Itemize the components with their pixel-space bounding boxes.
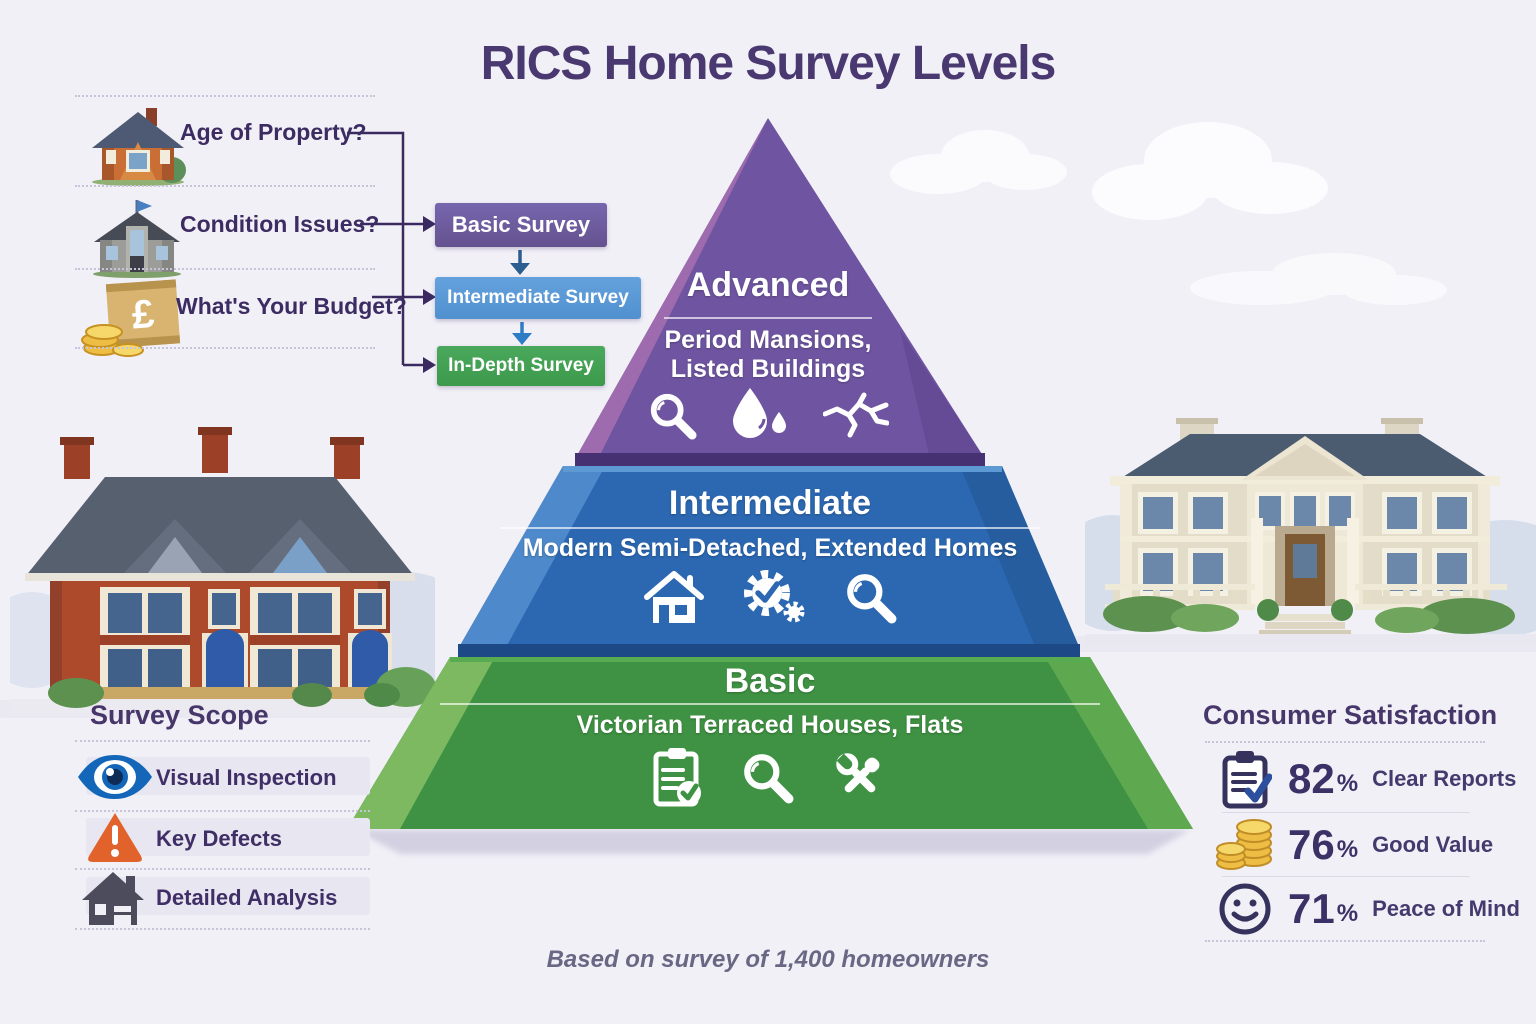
pyramid-level-basic — [347, 657, 1193, 829]
arrow-down-icon — [510, 250, 532, 345]
level-subtitle: Period Mansions, — [664, 326, 872, 354]
divider — [75, 347, 375, 349]
stat-row-good-value: 76 % Good Value — [1216, 814, 1493, 876]
advanced-icons — [568, 388, 968, 442]
pound-symbol: £ — [130, 292, 155, 337]
magnifier-icon — [744, 754, 794, 804]
divider — [664, 317, 872, 319]
cloud-icon — [890, 130, 1067, 194]
intermediate-icons — [420, 568, 1120, 626]
divider — [75, 868, 370, 870]
indepth-survey-box: In-Depth Survey — [437, 346, 605, 386]
divider — [1205, 741, 1485, 743]
level-name-advanced: Advanced — [686, 266, 850, 304]
basic-icons — [370, 746, 1170, 808]
scope-item-key-defects: Key Defects — [156, 826, 282, 851]
mansion-illustration — [1085, 418, 1536, 646]
divider — [75, 928, 370, 930]
divider — [75, 185, 375, 187]
consumer-satisfaction-heading: Consumer Satisfaction — [1203, 700, 1498, 730]
survey-scope-heading: Survey Scope — [90, 700, 269, 730]
level-subtitle: Modern Semi-Detached, Extended Homes — [522, 534, 1018, 562]
cottage-icon — [92, 108, 186, 186]
stat-row-peace-of-mind: 71 % Peace of Mind — [1218, 878, 1520, 940]
stat-unit: % — [1336, 836, 1359, 863]
clipboard-check-icon — [653, 748, 701, 807]
coins-icon — [1216, 819, 1272, 870]
level-name-basic: Basic — [724, 662, 816, 700]
stat-label: Good Value — [1372, 832, 1494, 857]
pyramid-level-advanced — [575, 118, 985, 459]
page-title: RICS Home Survey Levels — [480, 37, 1057, 90]
stat-unit: % — [1336, 900, 1359, 927]
droplet-icon — [733, 388, 786, 438]
intermediate-survey-box: Intermediate Survey — [435, 277, 641, 319]
pyramid-level-intermediate — [458, 466, 1080, 649]
divider — [1222, 876, 1470, 877]
divider — [500, 527, 1040, 529]
basic-survey-box: Basic Survey — [435, 203, 607, 247]
stat-value: 71 — [1288, 885, 1335, 932]
footer-note: Based on survey of 1,400 homeowners — [546, 946, 990, 973]
stat-row-clear-reports: 82 % Clear Reports — [1220, 748, 1516, 810]
terraced-house-illustration — [10, 427, 435, 713]
gray-house-icon — [93, 200, 181, 278]
divider — [1222, 812, 1470, 813]
tools-icon — [836, 753, 880, 793]
cloud-icon — [1190, 253, 1447, 305]
stat-label: Clear Reports — [1372, 766, 1517, 791]
question-condition-issues: Condition Issues? — [180, 211, 380, 237]
divider — [75, 810, 370, 812]
magnifier-icon — [847, 574, 897, 624]
stat-value: 76 — [1288, 821, 1335, 868]
divider — [75, 268, 375, 270]
level-subtitle: Listed Buildings — [670, 355, 866, 383]
stat-unit: % — [1336, 770, 1359, 797]
divider — [75, 95, 375, 97]
eye-icon — [78, 755, 152, 799]
smiley-icon — [1219, 883, 1271, 935]
scope-item-visual-inspection: Visual Inspection — [156, 765, 337, 790]
scope-item-detailed-analysis: Detailed Analysis — [156, 885, 338, 910]
cloud-icon — [1092, 122, 1328, 220]
magnifier-icon — [650, 393, 697, 440]
stat-value: 82 — [1288, 755, 1335, 802]
level-subtitle: Victorian Terraced Houses, Flats — [576, 711, 964, 739]
level-name-intermediate: Intermediate — [668, 484, 872, 522]
budget-sign-icon: £ — [81, 279, 181, 357]
warning-triangle-icon — [88, 813, 142, 862]
question-age-of-property: Age of Property? — [180, 119, 367, 145]
gear-check-icon — [744, 570, 805, 623]
clipboard-stat-icon — [1222, 751, 1272, 809]
divider — [440, 703, 1100, 705]
divider — [75, 740, 370, 742]
house-silhouette-icon — [82, 872, 144, 925]
house-outline-icon — [644, 571, 704, 623]
divider — [1205, 940, 1485, 942]
question-budget: What's Your Budget? — [176, 293, 407, 319]
crack-icon — [823, 392, 889, 438]
stat-label: Peace of Mind — [1372, 896, 1520, 921]
